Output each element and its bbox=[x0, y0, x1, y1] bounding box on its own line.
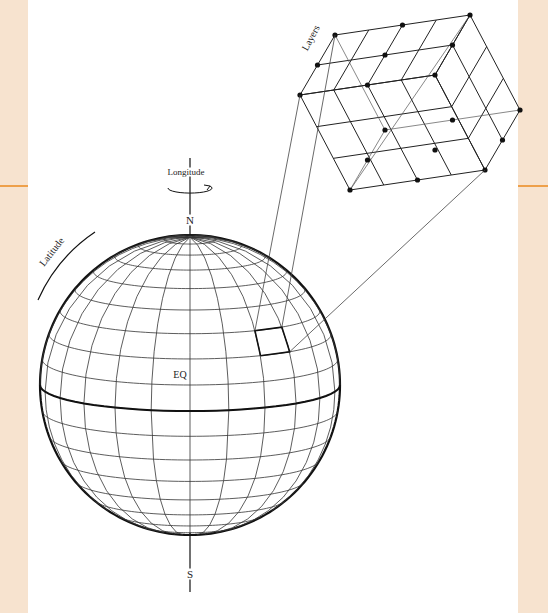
zoom-line bbox=[255, 95, 300, 331]
grid-line bbox=[453, 45, 503, 140]
grid-node bbox=[500, 137, 505, 142]
grid-node bbox=[365, 82, 370, 87]
grid-node bbox=[432, 147, 437, 152]
graticule bbox=[40, 235, 340, 535]
grid-node bbox=[382, 127, 387, 132]
grid-node bbox=[400, 22, 405, 27]
grid-node bbox=[432, 72, 437, 77]
grid-line bbox=[368, 25, 403, 85]
axis-label: Longitude bbox=[166, 168, 207, 177]
grid-node bbox=[450, 42, 455, 47]
equator-line bbox=[40, 385, 340, 411]
grid-node bbox=[517, 107, 522, 112]
grid-line bbox=[318, 45, 453, 65]
rotation-arrow bbox=[168, 186, 212, 193]
globe-outline bbox=[40, 235, 340, 535]
grid-line bbox=[485, 110, 520, 170]
hidden-edge bbox=[335, 35, 385, 130]
zoom-line bbox=[282, 35, 335, 327]
grid-line bbox=[401, 80, 451, 175]
grid-line bbox=[335, 15, 470, 35]
grid-line bbox=[317, 107, 452, 127]
arrow-head bbox=[204, 185, 210, 190]
grid-node bbox=[365, 157, 370, 162]
grid-node bbox=[315, 62, 320, 67]
grid-node bbox=[467, 12, 472, 17]
grid-node bbox=[347, 187, 352, 192]
axis-label: Layers bbox=[299, 22, 322, 54]
grid-cell bbox=[255, 327, 290, 356]
grid-node bbox=[415, 177, 420, 182]
pole-label: N bbox=[184, 215, 196, 226]
accent-line bbox=[0, 185, 28, 187]
grid-line bbox=[435, 75, 485, 170]
accent-line bbox=[518, 185, 548, 187]
grid-line bbox=[300, 75, 435, 95]
grid-line bbox=[333, 138, 468, 158]
grid-line bbox=[368, 85, 418, 180]
polar-axis bbox=[189, 533, 190, 592]
grid-line bbox=[435, 15, 470, 75]
zoom-line bbox=[290, 170, 485, 352]
pole-label: S bbox=[185, 569, 195, 580]
grid-line bbox=[470, 15, 520, 110]
equator-label: EQ bbox=[171, 370, 188, 380]
grid-line bbox=[334, 90, 384, 185]
hidden-edge bbox=[385, 110, 520, 130]
hidden-edge bbox=[350, 130, 385, 190]
grid-line bbox=[435, 15, 470, 75]
white-panel bbox=[28, 0, 518, 613]
hidden-edge bbox=[350, 15, 470, 190]
grid-box bbox=[297, 12, 522, 192]
grid-line bbox=[300, 95, 350, 190]
grid-line bbox=[350, 170, 485, 190]
grid-line bbox=[300, 75, 435, 95]
grid-node bbox=[450, 117, 455, 122]
grid-node bbox=[382, 52, 387, 57]
axis-label: Latitude bbox=[37, 234, 68, 270]
